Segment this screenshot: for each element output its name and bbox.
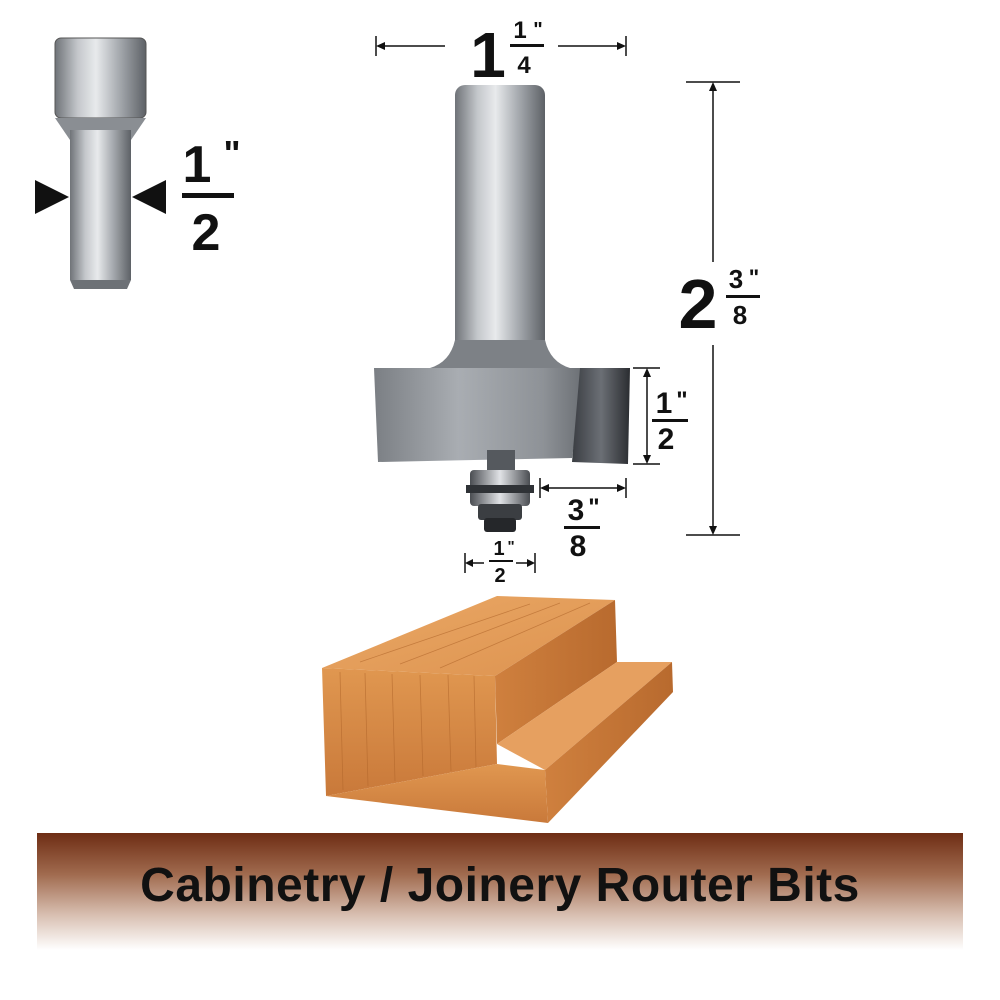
svg-text:1: 1 [513,17,526,44]
svg-text:8: 8 [733,300,747,330]
svg-text:": " [749,265,759,290]
svg-text:2: 2 [192,204,221,262]
rabbet-depth-label: 3 " 8 [564,494,600,563]
cutting-length-label: 1 " 2 [652,387,688,456]
svg-text:1: 1 [183,136,212,194]
svg-text:": " [676,387,687,414]
carbide-cutter [572,368,630,464]
overall-length-label: 2 3 " 8 [679,264,760,343]
svg-text:2: 2 [658,423,675,456]
router-bit [374,85,630,532]
svg-text:": " [533,19,542,41]
shank-diameter-label: 1 " 2 [182,133,241,262]
shank-size-icon [35,37,166,289]
svg-text:2: 2 [494,565,505,587]
svg-text:3: 3 [568,494,585,527]
cutting-diameter-label: 1 1 " 4 [470,17,544,91]
svg-text:1: 1 [656,387,673,420]
footer-banner [37,833,963,950]
caption: Cabinetry / Joinery Router Bits [140,859,860,912]
svg-text:2: 2 [679,265,718,343]
svg-text:": " [588,494,599,521]
svg-text:": " [507,538,514,555]
svg-text:": " [223,133,240,174]
right-arrow-icon [132,180,166,214]
bearing-diameter-label: 1 " 2 [489,538,515,587]
bit-shank [455,85,545,365]
svg-text:3: 3 [729,264,743,294]
wood-block-rabbet-profile [322,596,673,823]
dimension-lines [375,36,740,573]
left-arrow-icon [35,180,69,214]
bit-body [374,368,585,462]
svg-text:4: 4 [517,52,531,79]
svg-text:1: 1 [493,538,504,560]
svg-text:8: 8 [570,530,587,563]
svg-text:1: 1 [470,19,506,91]
